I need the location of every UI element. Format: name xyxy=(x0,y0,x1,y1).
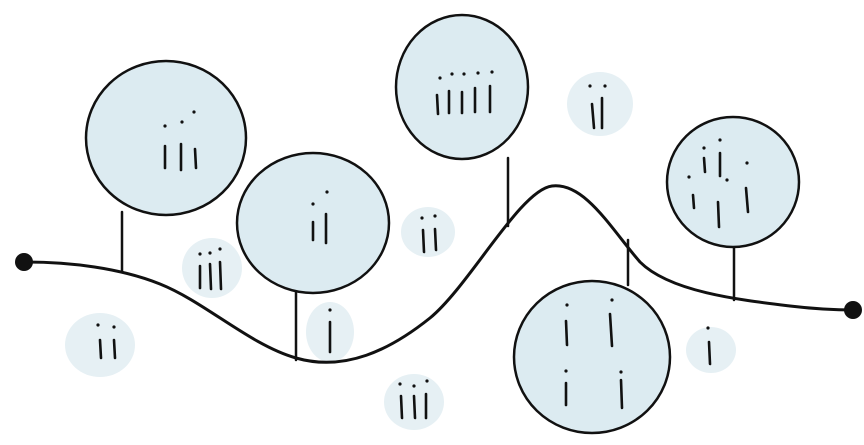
circle-top xyxy=(396,15,528,159)
end-dot xyxy=(844,301,862,319)
blob-top-right xyxy=(567,72,633,136)
blob-right-low xyxy=(686,327,736,373)
circle-right xyxy=(667,117,799,247)
circle-bottom-right xyxy=(514,281,670,433)
start-dot xyxy=(15,253,33,271)
circle-left xyxy=(86,61,246,215)
blob-center xyxy=(401,207,455,257)
